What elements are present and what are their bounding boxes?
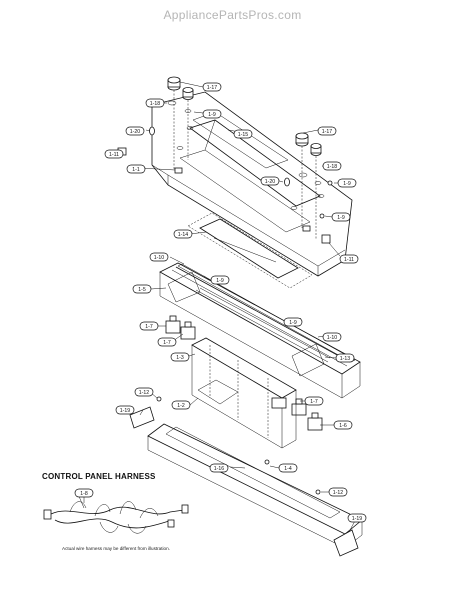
alignment-lines bbox=[173, 90, 317, 240]
switch-b bbox=[180, 321, 196, 340]
screw-1-9-b bbox=[319, 213, 325, 219]
callout-1-2: 1-2 bbox=[171, 400, 191, 410]
callout-label: 1-9 bbox=[343, 181, 351, 187]
callout-label: 1-9 bbox=[208, 112, 216, 118]
callout-label: 1-18 bbox=[327, 164, 337, 170]
callout-1-10: 1-10 bbox=[149, 252, 169, 262]
screw-1-4 bbox=[264, 459, 270, 465]
screw-1-20-right bbox=[284, 177, 290, 187]
callout-1-9: 1-9 bbox=[210, 275, 230, 285]
callout-1-19: 1-19 bbox=[115, 405, 135, 415]
callout-label: 1-9 bbox=[337, 215, 345, 221]
callout-label: 1-17 bbox=[207, 85, 217, 91]
callout-1-3: 1-3 bbox=[170, 352, 190, 362]
callout-label: 1-12 bbox=[139, 390, 149, 396]
callout-1-6: 1-6 bbox=[333, 420, 353, 430]
callout-1-13: 1-13 bbox=[335, 353, 355, 363]
callout-1-20: 1-20 bbox=[125, 126, 145, 136]
knob-left bbox=[167, 76, 194, 100]
callout-1-9: 1-9 bbox=[331, 212, 351, 222]
callout-1-18: 1-18 bbox=[145, 98, 165, 108]
callout-label: 1-7 bbox=[145, 324, 153, 330]
callout-1-19: 1-19 bbox=[347, 513, 367, 523]
screw-1-9-a bbox=[327, 180, 333, 186]
callout-labels: 1-17 1-18 1-9 1-20 1-15 1-11 1-1 1-17 1-18 1-9 1-2… bbox=[74, 82, 367, 523]
callout-1-18: 1-18 bbox=[322, 161, 342, 171]
callout-label: 1-16 bbox=[214, 466, 224, 472]
callout-1-9: 1-9 bbox=[283, 317, 303, 327]
callout-1-15: 1-15 bbox=[233, 129, 253, 139]
callout-1-14: 1-14 bbox=[173, 229, 193, 239]
callout-label: 1-9 bbox=[216, 278, 224, 284]
callout-1-10: 1-10 bbox=[322, 332, 342, 342]
callout-label: 1-15 bbox=[238, 132, 248, 138]
callout-label: 1-19 bbox=[120, 408, 130, 414]
connector-block bbox=[271, 397, 287, 409]
screw-1-12-right bbox=[315, 489, 321, 495]
callout-label: 1-4 bbox=[284, 466, 292, 472]
callout-1-7: 1-7 bbox=[304, 396, 324, 406]
callout-1-20: 1-20 bbox=[260, 176, 280, 186]
callout-1-7: 1-7 bbox=[157, 337, 177, 347]
knob-right bbox=[295, 132, 322, 156]
callout-label: 1-13 bbox=[340, 356, 350, 362]
bracket-right bbox=[333, 529, 359, 557]
callout-label: 1-6 bbox=[339, 423, 347, 429]
callout-label: 1-9 bbox=[289, 320, 297, 326]
callout-label: 1-7 bbox=[310, 399, 318, 405]
callout-1-1: 1-1 bbox=[126, 164, 146, 174]
callout-label: 1-11 bbox=[344, 257, 354, 263]
callout-1-17: 1-17 bbox=[202, 82, 222, 92]
callout-1-9: 1-9 bbox=[202, 109, 222, 119]
callout-1-16: 1-16 bbox=[209, 463, 229, 473]
display-panel bbox=[187, 212, 313, 289]
callout-label: 1-10 bbox=[154, 255, 164, 261]
control-housing bbox=[191, 337, 297, 449]
callout-1-7: 1-7 bbox=[139, 321, 159, 331]
callout-1-9: 1-9 bbox=[337, 178, 357, 188]
callout-label: 1-17 bbox=[322, 129, 332, 135]
callout-label: 1-2 bbox=[177, 403, 185, 409]
top-cover-panel bbox=[151, 91, 353, 277]
callout-label: 1-12 bbox=[333, 490, 343, 496]
callout-label: 1-5 bbox=[138, 287, 146, 293]
callout-harness-part: 1-8 bbox=[74, 488, 94, 498]
callout-label: 1-20 bbox=[130, 129, 140, 135]
harness-note: Actual wire harness may be different fro… bbox=[62, 546, 170, 551]
control-board bbox=[159, 262, 361, 399]
callout-label: 1-1 bbox=[132, 167, 140, 173]
callout-1-11: 1-11 bbox=[339, 254, 359, 264]
washers bbox=[167, 100, 325, 232]
callout-1-5: 1-5 bbox=[132, 284, 152, 294]
harness-part-label: 1-8 bbox=[80, 491, 88, 497]
harness-title: CONTROL PANEL HARNESS bbox=[42, 472, 156, 481]
bottom-frame bbox=[147, 423, 363, 549]
callout-1-17: 1-17 bbox=[317, 126, 337, 136]
callout-1-4: 1-4 bbox=[278, 463, 298, 473]
callout-label: 1-19 bbox=[352, 516, 362, 522]
callout-label: 1-7 bbox=[163, 340, 171, 346]
callout-1-12: 1-12 bbox=[328, 487, 348, 497]
callout-label: 1-10 bbox=[327, 335, 337, 341]
switch-c bbox=[291, 398, 307, 416]
callout-label: 1-14 bbox=[178, 232, 188, 238]
callout-1-12: 1-12 bbox=[134, 387, 154, 397]
bracket-left bbox=[129, 406, 155, 429]
screw-1-20-left bbox=[149, 126, 155, 136]
callout-label: 1-20 bbox=[265, 179, 275, 185]
callout-label: 1-11 bbox=[109, 152, 119, 158]
switch-a bbox=[165, 315, 181, 334]
strip-rod bbox=[175, 266, 351, 363]
screw-1-12-left bbox=[156, 396, 162, 402]
callout-label: 1-3 bbox=[176, 355, 184, 361]
watermark: AppliancePartsPros.com bbox=[163, 8, 302, 22]
callout-1-11: 1-11 bbox=[104, 149, 124, 159]
wire-harness-drawing bbox=[43, 493, 189, 534]
callout-label: 1-18 bbox=[150, 101, 160, 107]
clip-right bbox=[321, 234, 331, 244]
switch-d bbox=[307, 412, 323, 431]
lens-part bbox=[192, 111, 289, 169]
